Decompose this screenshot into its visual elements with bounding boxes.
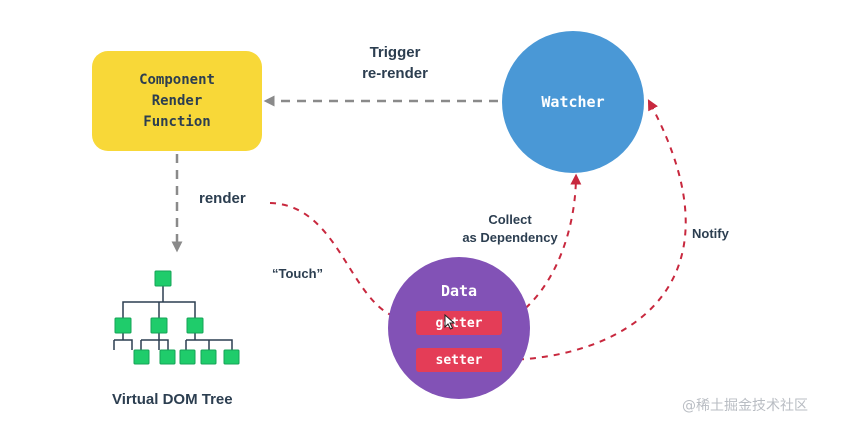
virtual-dom-tree-icon [113, 270, 240, 365]
mouse-cursor-icon [444, 314, 456, 330]
watcher-label: Watcher [541, 93, 605, 111]
touch-label: “Touch” [272, 266, 324, 281]
watermark: @稀土掘金技术社区 [682, 398, 808, 414]
getter-label: getter [435, 315, 483, 331]
touch-arrow [269, 202, 415, 326]
setter-pill: setter [416, 348, 502, 372]
virtual-dom-tree-label: Virtual DOM Tree [112, 391, 233, 408]
render-label: render [199, 190, 246, 207]
watcher-circle: Watcher [502, 31, 644, 173]
setter-label: setter [435, 352, 483, 368]
component-render-function-box: Component Render Function [92, 51, 262, 151]
notify-label: Notify [692, 226, 729, 241]
trigger-rerender-label: Trigger re-render [362, 44, 428, 82]
notify-arrow [505, 99, 687, 361]
getter-pill: getter [416, 311, 502, 335]
data-title: Data [440, 282, 478, 300]
collect-dependency-label: Collect as Dependency [462, 212, 558, 245]
